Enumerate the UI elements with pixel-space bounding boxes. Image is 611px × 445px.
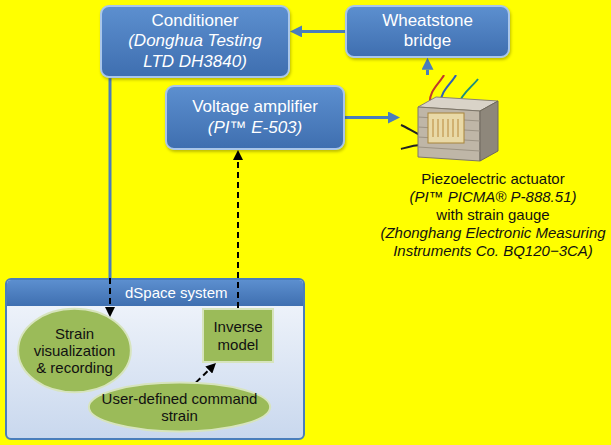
function-box: Inverse model: [202, 308, 274, 363]
actuator-side: [480, 101, 498, 161]
instrument-box: Voltage amplifier(PI™ E-503): [165, 85, 345, 150]
node-title: Piezoelectric actuator: [421, 170, 564, 188]
instrument-box: Conditioner(Donghua Testing LTD DH3840): [100, 5, 290, 78]
function-ellipse: User-defined command strain: [87, 382, 272, 432]
instrument-box: Wheatstone bridge: [345, 5, 510, 58]
node-title: Voltage amplifier: [192, 97, 318, 117]
dashed-arrow-line: [196, 370, 209, 382]
ellipse-fill: [18, 309, 131, 392]
connector: [427, 70, 428, 75]
node-title: User-defined command strain: [101, 390, 258, 425]
signal-line: [109, 78, 112, 278]
node-subtitle: (PI™ E-503): [208, 118, 302, 138]
node-title: Conditioner: [152, 11, 239, 31]
connector: [110, 78, 111, 307]
connector: [196, 370, 209, 382]
system-panel: dSpace systemStrain visualization & reco…: [5, 278, 305, 440]
node-title: Inverse model: [207, 318, 269, 353]
actuator-front: [418, 107, 480, 161]
connector: [238, 160, 239, 308]
node-title: Wheatstone bridge: [365, 11, 490, 52]
signal-line: [426, 70, 429, 75]
connector: [302, 31, 345, 32]
actuator-photo: [400, 75, 505, 163]
connector: [345, 117, 388, 118]
node-title: dSpace system: [125, 284, 228, 301]
dashed-arrow-line: [109, 278, 111, 307]
panel-header: dSpace system: [7, 280, 303, 306]
node-subtitle: (Zhonghang Electronic Measuring Instrume…: [378, 224, 608, 260]
actuator-caption: Piezoelectric actuator(PI™ PICMA® P-888.…: [378, 75, 608, 260]
node-subtitle: with strain gauge: [436, 206, 549, 224]
dashed-arrow-line: [237, 160, 239, 308]
node-subtitle: (Donghua Testing LTD DH3840): [120, 31, 270, 72]
node-title: Strain visualization & recording: [31, 325, 118, 377]
signal-line: [302, 30, 345, 33]
strain-gauge: [428, 113, 464, 143]
ellipse-fill: [89, 383, 270, 432]
wire: [401, 125, 420, 135]
signal-line: [345, 116, 388, 119]
strain-gauge-grid: [433, 119, 458, 137]
function-ellipse: Strain visualization & recording: [17, 308, 132, 393]
node-subtitle: (PI™ PICMA® P-888.51): [410, 188, 577, 206]
